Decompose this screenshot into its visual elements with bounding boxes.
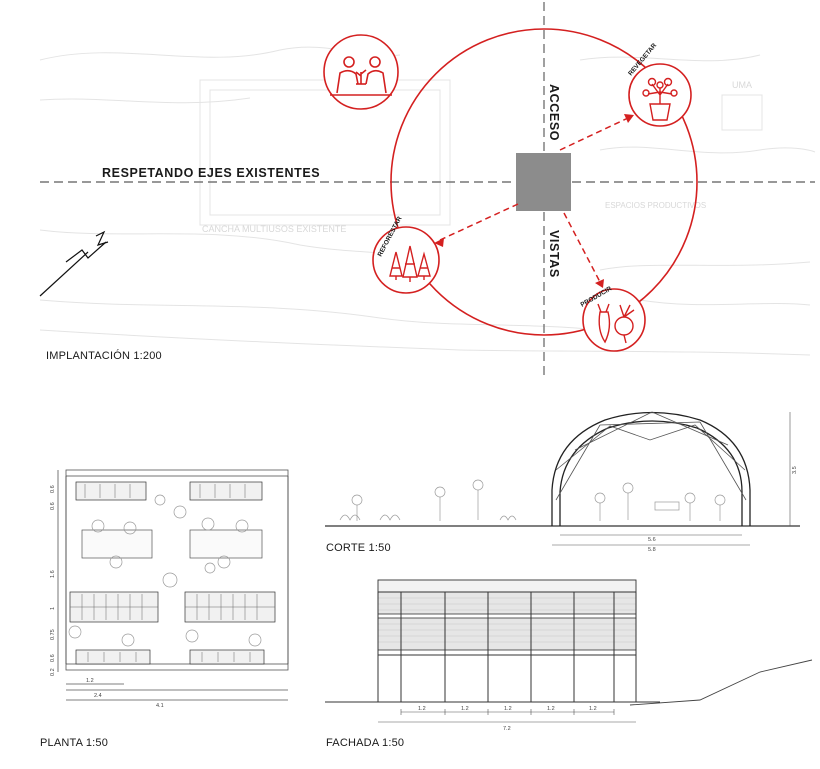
axis-label: RESPETANDO EJES EXISTENTES <box>102 166 320 180</box>
pavilion-square <box>516 153 571 211</box>
direction-arrows <box>439 117 629 283</box>
fachada-title: FACHADA 1:50 <box>326 737 404 749</box>
arrow-heads <box>434 114 634 288</box>
site-background-lines <box>39 46 816 356</box>
facade-dim-3: 1.2 <box>504 706 512 712</box>
plan-dim-h3: 4.1 <box>156 703 164 709</box>
elevation-drawing: 1.2 1.2 1.2 1.2 1.2 7.2 FACHADA 1:50 <box>325 579 813 749</box>
corte-title: CORTE 1:50 <box>326 542 391 554</box>
facade-dim-2: 1.2 <box>461 706 469 712</box>
section-dim-3: 3.5 <box>792 466 798 474</box>
views-label: VISTAS <box>547 230 561 278</box>
plan-dim-h1: 1.2 <box>86 678 94 684</box>
planter-boxes <box>69 481 276 665</box>
arrow-producir <box>563 212 601 283</box>
facade-dim-1: 1.2 <box>418 706 426 712</box>
plan-dim-v5: 0.75 <box>50 629 56 640</box>
floor-plan: 0.6 0.6 1.6 1 0.75 0.6 0.2 1.2 2.4 4.1 P… <box>40 469 289 749</box>
facade-dim-5: 1.2 <box>589 706 597 712</box>
section-dim-2: 5.8 <box>648 547 656 553</box>
access-label: ACCESO <box>547 84 561 141</box>
plan-dim-v6: 0.6 <box>50 654 56 662</box>
producir-icon <box>582 288 646 352</box>
revegetar-icon <box>628 63 692 127</box>
mesh-panels <box>377 591 637 651</box>
site-circle <box>390 28 698 336</box>
section-people <box>339 479 726 521</box>
facade-dim-4: 1.2 <box>547 706 555 712</box>
plan-dim-v2: 0.6 <box>50 502 56 510</box>
section-dim-1: 5.6 <box>648 537 656 543</box>
planta-title: PLANTA 1:50 <box>40 737 108 749</box>
plan-dim-v4: 1 <box>50 607 56 610</box>
site-label-cancha: CANCHA MULTIUSOS EXISTENTE <box>202 224 346 234</box>
site-plan: CANCHA MULTIUSOS EXISTENTE UMA ESPACIOS … <box>39 2 816 378</box>
section-drawing: 5.6 5.8 3.5 CORTE 1:50 <box>325 411 800 554</box>
people-planting-icon <box>323 34 399 110</box>
site-label-uma: UMA <box>732 80 752 90</box>
site-label-espacios: ESPACIOS PRODUCTIVOS <box>605 201 706 210</box>
plan-dim-h2: 2.4 <box>94 693 102 699</box>
arrow-revegetar <box>559 117 629 151</box>
arrow-reforestar <box>439 203 519 241</box>
plan-people <box>68 494 262 647</box>
plan-dim-v3: 1.6 <box>50 570 56 578</box>
plan-dim-v1: 0.6 <box>50 485 56 493</box>
facade-dim-total: 7.2 <box>503 726 511 732</box>
reforestar-icon <box>372 226 440 294</box>
north-arrow-icon <box>39 230 109 297</box>
plan-dim-v7: 0.2 <box>50 668 56 676</box>
implantacion-title: IMPLANTACIÓN 1:200 <box>46 349 162 362</box>
